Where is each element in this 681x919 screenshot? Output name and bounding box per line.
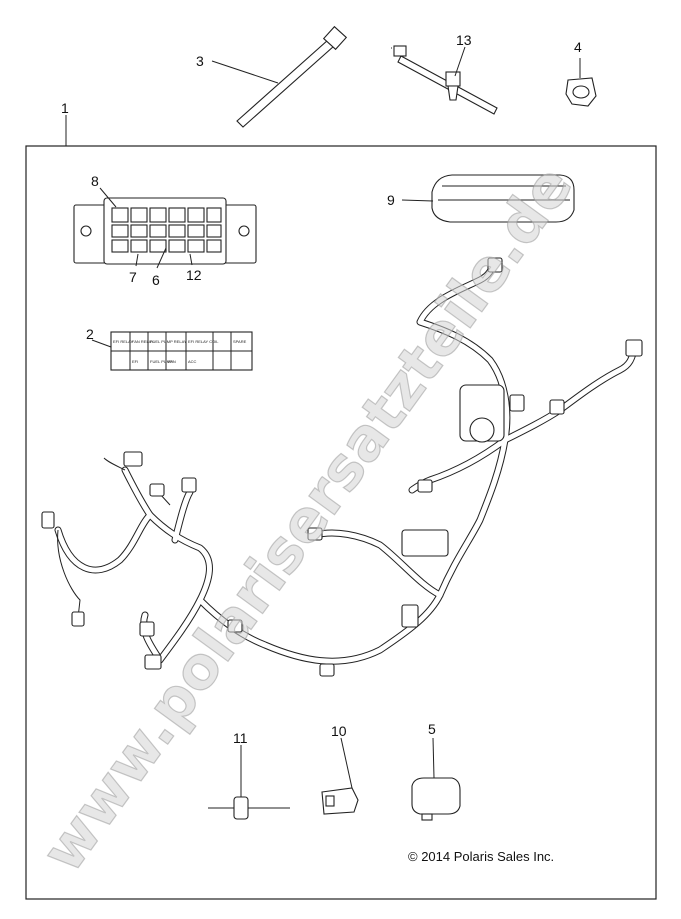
relay-slots bbox=[111, 207, 222, 253]
fuse-box-connector bbox=[401, 529, 449, 557]
clip bbox=[319, 663, 335, 677]
connector bbox=[41, 511, 55, 529]
decal-cell-9: ACC bbox=[188, 359, 197, 364]
decal-cell-6: FUEL PUMP bbox=[150, 359, 173, 364]
decal-cell-2: FAN RELAY bbox=[132, 339, 154, 344]
callout-5: 5 bbox=[428, 721, 436, 737]
clip bbox=[227, 619, 243, 633]
connector bbox=[307, 527, 323, 541]
callout-4: 4 bbox=[574, 39, 582, 55]
part-2-label-decal: EFI RELAY FAN RELAY FUEL PUMP RELAY EFI … bbox=[91, 331, 253, 371]
part-9-cover bbox=[401, 174, 575, 223]
callout-6: 6 bbox=[152, 272, 160, 288]
callout-3: 3 bbox=[196, 53, 204, 69]
callout-2: 2 bbox=[86, 326, 94, 342]
connector bbox=[417, 479, 433, 493]
decal-cell-7: EFI bbox=[132, 359, 138, 364]
callout-7: 7 bbox=[129, 269, 137, 285]
connector bbox=[401, 604, 419, 628]
callout-10: 10 bbox=[331, 723, 347, 739]
part-13-push-mount-tie bbox=[393, 45, 498, 115]
connector bbox=[149, 483, 165, 497]
decal-cell-5: SPARE bbox=[233, 339, 247, 344]
decal-cell-8: FAN bbox=[168, 359, 176, 364]
connector bbox=[487, 257, 503, 273]
part-10-terminal bbox=[321, 737, 359, 815]
connector bbox=[181, 477, 197, 493]
part-5-connector bbox=[411, 737, 461, 821]
part-3-cable-tie bbox=[211, 25, 348, 128]
decal-cell-4: EFI RELAY COIL bbox=[188, 339, 219, 344]
connector bbox=[509, 394, 525, 412]
assembly-frame bbox=[25, 145, 657, 900]
connector bbox=[139, 621, 155, 637]
connector bbox=[625, 339, 643, 357]
callout-12: 12 bbox=[186, 267, 202, 283]
connector bbox=[549, 399, 565, 415]
connector-round bbox=[469, 417, 495, 443]
callout-9: 9 bbox=[387, 192, 395, 208]
callout-1: 1 bbox=[61, 100, 69, 116]
part-11-diode bbox=[208, 745, 290, 820]
main-wiring-harness bbox=[41, 257, 643, 677]
connector bbox=[71, 611, 85, 627]
callout-11: 11 bbox=[233, 730, 248, 746]
callout-13: 13 bbox=[456, 32, 472, 48]
part-8-fuse-relay-box bbox=[73, 187, 257, 269]
decal-cell-1: EFI RELAY bbox=[113, 339, 133, 344]
part-4-clip bbox=[565, 58, 597, 107]
connector bbox=[123, 451, 143, 467]
decal-cell-3: FUEL PUMP RELAY bbox=[150, 339, 187, 344]
callout-8: 8 bbox=[91, 173, 99, 189]
copyright-text: © 2014 Polaris Sales Inc. bbox=[408, 849, 554, 864]
connector bbox=[144, 654, 162, 670]
